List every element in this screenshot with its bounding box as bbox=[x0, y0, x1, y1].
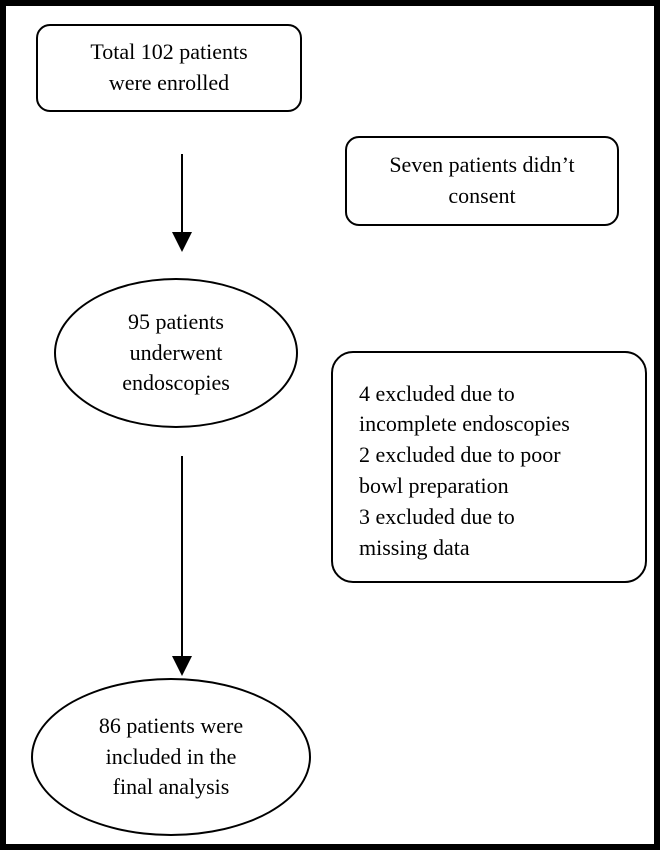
excluded-line-6: missing data bbox=[359, 534, 470, 560]
final-line-3: final analysis bbox=[112, 774, 230, 800]
final-line-2: included in the bbox=[105, 743, 237, 769]
excluded-line-1: 4 excluded due to bbox=[359, 380, 515, 406]
enrolled-line-1: Total 102 patients bbox=[90, 39, 248, 65]
enrolled-box: Total 102 patients were enrolled bbox=[36, 24, 302, 112]
underwent-endoscopy-oval: 95 patients underwent endoscopies bbox=[54, 278, 298, 428]
excluded-line-5: 3 excluded due to bbox=[359, 503, 515, 529]
final-line-1: 86 patients were bbox=[98, 712, 244, 738]
final-analysis-oval: 86 patients were included in the final a… bbox=[31, 678, 311, 836]
endoscopy-line-2: underwent bbox=[129, 339, 223, 365]
endoscopy-line-1: 95 patients bbox=[128, 308, 224, 334]
excluded-box: 4 excluded due to incomplete endoscopies… bbox=[331, 351, 647, 583]
not-consented-line-1: Seven patients didn’t bbox=[389, 152, 575, 178]
not-consented-box: Seven patients didn’t consent bbox=[345, 136, 619, 226]
enrolled-line-2: were enrolled bbox=[108, 70, 230, 95]
flow-arrows bbox=[172, 154, 192, 676]
endoscopy-line-3: endoscopies bbox=[122, 370, 230, 396]
excluded-line-4: bowl preparation bbox=[359, 473, 509, 498]
excluded-line-2: incomplete endoscopies bbox=[359, 411, 570, 437]
excluded-line-3: 2 excluded due to poor bbox=[359, 442, 561, 468]
not-consented-line-2: consent bbox=[448, 183, 516, 208]
